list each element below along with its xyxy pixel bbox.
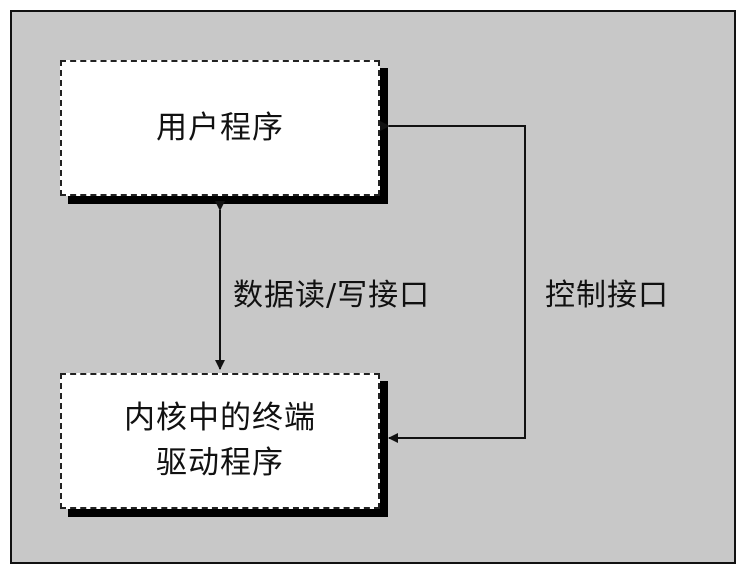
kernel-driver-box: 内核中的终端 驱动程序 <box>60 373 380 509</box>
kernel-driver-label-line1: 内核中的终端 <box>124 400 316 437</box>
data-interface-label: 数据读/写接口 <box>233 278 431 313</box>
kernel-driver-label-line2: 驱动程序 <box>156 445 284 481</box>
user-program-box: 用户程序 <box>60 60 380 196</box>
user-program-label: 用户程序 <box>156 109 284 146</box>
control-interface-label: 控制接口 <box>545 278 669 313</box>
